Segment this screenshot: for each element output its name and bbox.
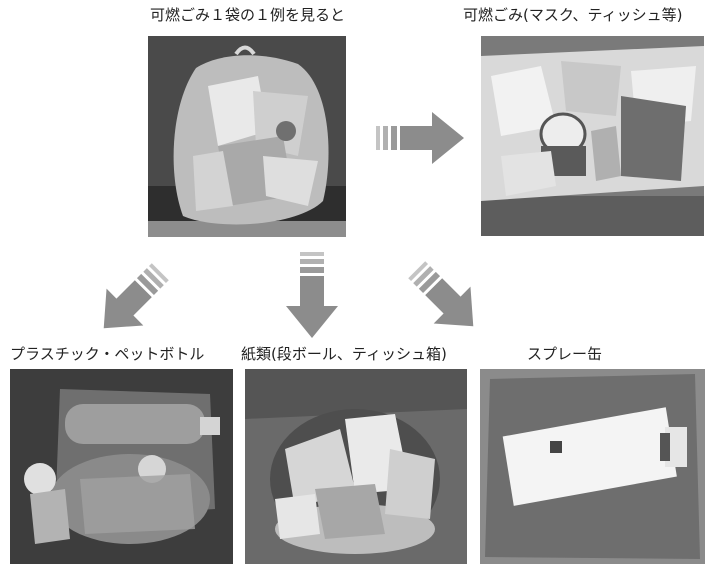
arrow-right-icon [376, 112, 464, 164]
main-photo-label: 可燃ごみ１袋の１例を見ると [150, 6, 346, 24]
arrow-down-left-icon [103, 263, 169, 329]
paper-label: 紙類(段ボール、ティッシュ箱) [241, 345, 447, 363]
plastic-bottles-photo [10, 369, 233, 564]
paper-waste-photo [245, 369, 467, 564]
arrow-down-icon [286, 252, 338, 338]
arrow-down-right-icon [408, 261, 474, 327]
garbage-bag-photo [148, 36, 346, 237]
plastic-label: プラスチック・ペットボトル [10, 345, 205, 363]
burnable-waste-photo [481, 36, 704, 236]
spray-can-photo [480, 369, 705, 564]
burnable-label: 可燃ごみ(マスク、ティッシュ等) [463, 6, 683, 24]
spray-label: スプレー缶 [527, 345, 603, 363]
